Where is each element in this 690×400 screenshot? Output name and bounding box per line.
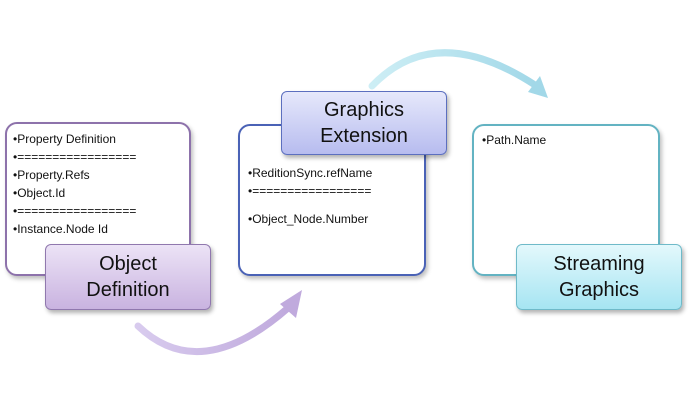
panel-separator: •================= — [13, 150, 137, 164]
label-line: Streaming — [553, 253, 645, 275]
label-line: Extension — [320, 125, 408, 147]
panel-item: •Path.Name — [482, 133, 547, 147]
graphics-extension-label: Graphics Extension — [281, 91, 447, 155]
object-definition-panel: •Property Definition •================= … — [5, 122, 191, 276]
panel-item: •ReditionSync.refName — [248, 166, 373, 180]
panel-separator: •================= — [248, 184, 372, 198]
label-line: Object — [99, 253, 157, 275]
object-definition-label: Object Definition — [45, 244, 211, 310]
arrow-graphics-to-streaming — [368, 49, 548, 98]
panel-item: •Object.Id — [13, 186, 66, 200]
panel-separator: •================= — [13, 204, 137, 218]
arrow-object-to-graphics — [134, 290, 302, 356]
label-line: Graphics — [323, 99, 405, 121]
panel-item: •Instance.Node Id — [13, 222, 108, 236]
label-line: Definition — [86, 279, 170, 301]
panel-item: •Property Definition — [13, 132, 116, 146]
panel-item: •Property.Refs — [13, 168, 90, 182]
label-line: Graphics — [558, 279, 640, 301]
streaming-graphics-label: Streaming Graphics — [516, 244, 682, 310]
panel-item: •Object_Node.Number — [248, 212, 369, 226]
